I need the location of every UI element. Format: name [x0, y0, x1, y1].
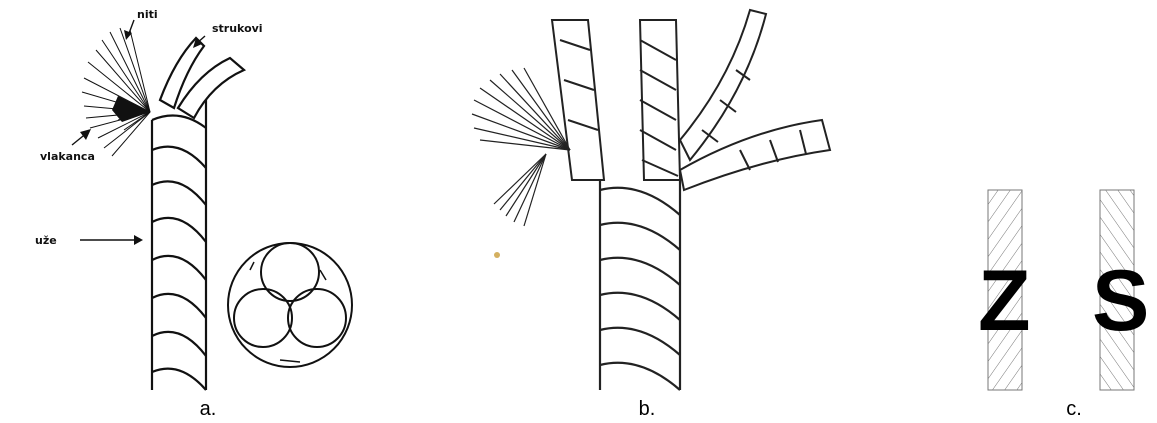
- caption-c: c.: [1044, 398, 1104, 421]
- caption-a: a.: [178, 398, 238, 421]
- label-fibers: vlakanca: [40, 150, 95, 163]
- right-strands: [680, 10, 830, 190]
- caption-b: b.: [617, 398, 677, 421]
- cross-section: [228, 243, 352, 367]
- label-strands: strukovi: [212, 22, 263, 35]
- z-twist-letter: Z: [978, 253, 1031, 349]
- panel-b: [440, 0, 840, 395]
- center-strand: [640, 20, 680, 180]
- unlaid-rope-drawing: [440, 0, 840, 395]
- fiber-fan: [82, 28, 150, 156]
- s-twist-letter: S: [1092, 253, 1149, 349]
- strands-top: [160, 38, 244, 118]
- rope-body: [600, 180, 680, 390]
- label-rope: uže: [35, 234, 57, 247]
- left-strand: [552, 20, 604, 180]
- stain-dot: [494, 252, 500, 258]
- twist-direction-diagram: Z S: [960, 0, 1157, 395]
- panel-c: Z S: [960, 0, 1157, 395]
- rope-anatomy-diagram: niti strukovi vlakanca uže: [0, 0, 420, 395]
- splayed-fibers: [472, 68, 570, 226]
- panel-a: niti strukovi vlakanca uže: [0, 0, 420, 395]
- laid-rope: [152, 95, 206, 390]
- label-threads: niti: [137, 8, 158, 21]
